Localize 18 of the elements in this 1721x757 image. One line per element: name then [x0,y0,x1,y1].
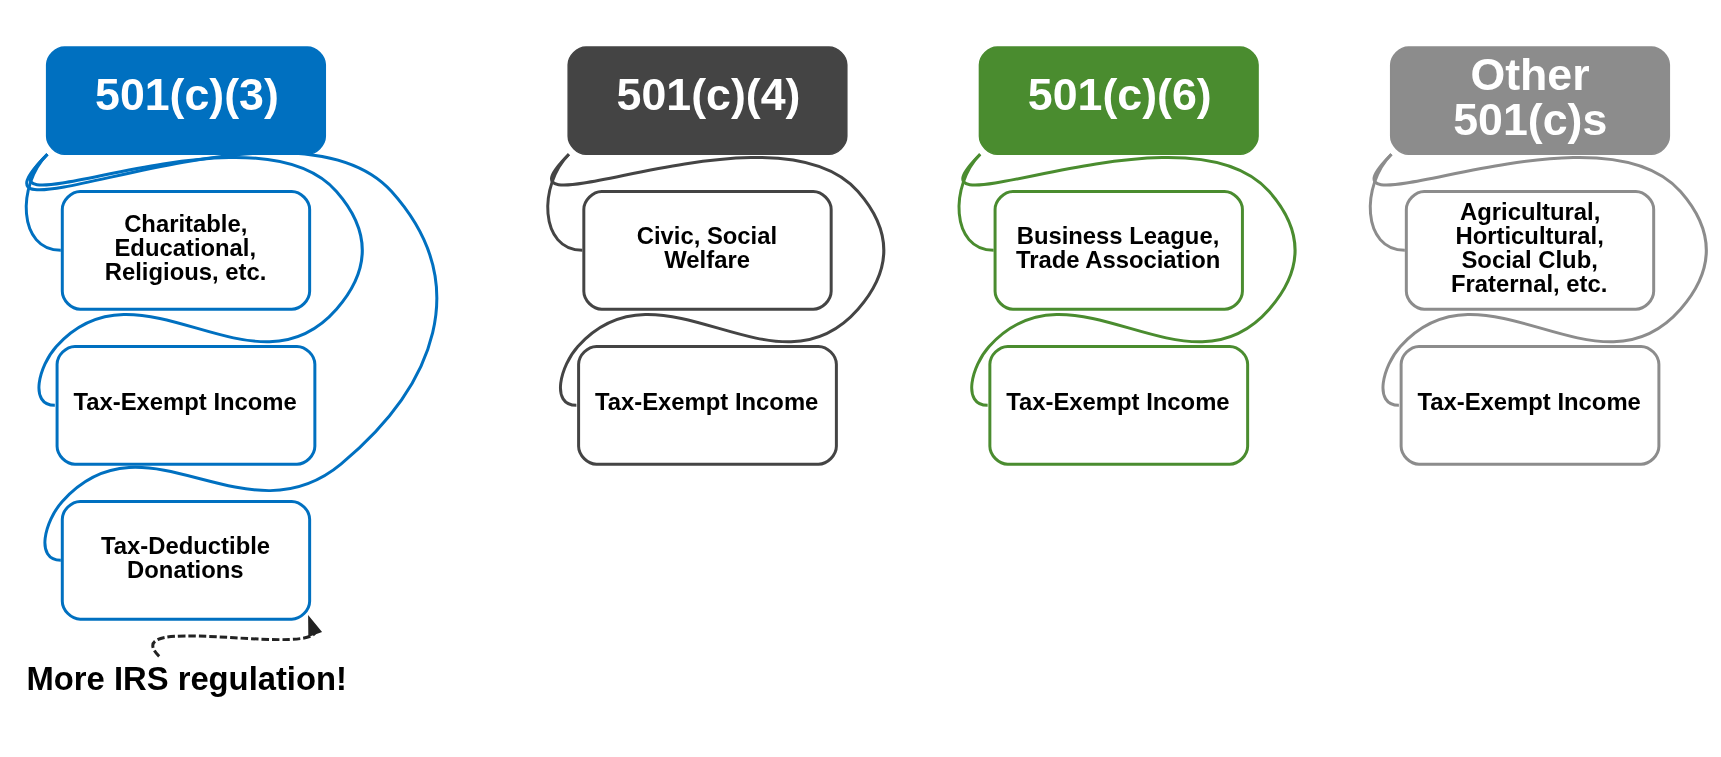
arrow [151,614,323,658]
node-box: 501(c)(4) [567,46,848,155]
node-box: Other 501(c)s [1389,46,1671,155]
node-box: Tax-Exempt Income [1399,344,1661,466]
node-box: 501(c)(6) [978,46,1259,155]
connector [30,153,364,407]
node-box: Business League, Trade Association [993,190,1244,311]
node-box: Tax-Exempt Income [988,344,1250,466]
node-box: Tax-Exempt Income [55,344,317,466]
node-box: Civic, Social Welfare [582,190,833,311]
connector [963,153,1297,407]
connector [1374,153,1708,407]
node-text: More IRS regulation! [26,660,347,698]
node-box: 501(c)(3) [45,46,327,155]
node-box: Charitable, Educational, Religious, etc. [60,190,312,311]
node-box: Tax-Exempt Income [577,344,838,466]
node-box: Agricultural, Horticultural, Social Club, Fraternal, etc. [1404,190,1656,311]
node-box: Tax-Deductible Donations [60,499,312,621]
